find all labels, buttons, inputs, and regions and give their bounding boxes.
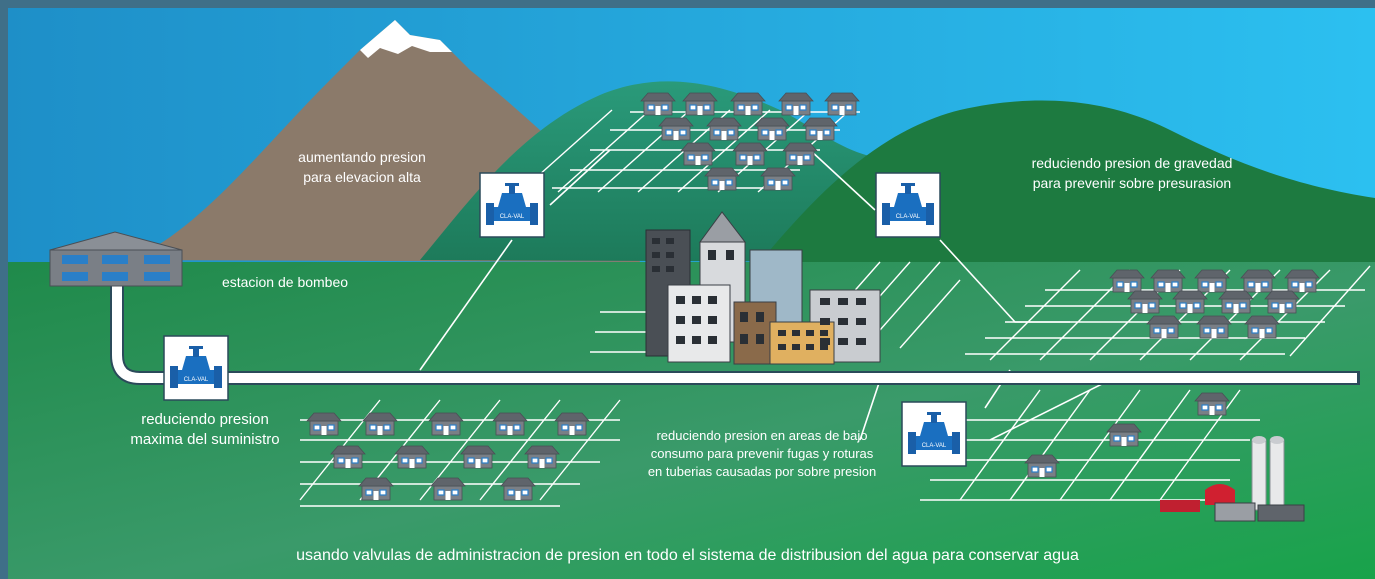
house-icon	[1146, 315, 1182, 339]
house-icon	[802, 117, 838, 141]
branch-pipes	[419, 149, 1111, 441]
valve-label: CLA-VAL	[184, 377, 209, 383]
label-elevation: aumentando presion para elevacion alta	[262, 147, 462, 187]
house-icon	[524, 445, 560, 469]
house-icon	[782, 142, 818, 166]
label-gravity: reduciendo presion de gravedad para prev…	[982, 153, 1282, 193]
pressure-valve-icon	[875, 172, 941, 238]
house-icon	[824, 92, 860, 116]
house-icon	[1218, 290, 1254, 314]
house-icon	[554, 412, 590, 436]
label-line: consumo para prevenir fugas y roturas	[650, 446, 874, 461]
house-icon	[430, 477, 466, 501]
pump-station-icon	[49, 231, 183, 287]
house-icon	[682, 92, 718, 116]
house-icon	[492, 412, 528, 436]
left-border	[0, 0, 8, 579]
house-icon	[704, 167, 740, 191]
house-icon	[394, 445, 430, 469]
pressure-valve-icon	[163, 335, 229, 401]
house-icon	[730, 92, 766, 116]
house-icon	[1106, 423, 1142, 447]
house-icon	[732, 142, 768, 166]
label-line: para prevenir sobre presurasion	[1032, 175, 1232, 191]
street-grid-bottom-right	[920, 389, 1260, 501]
label-line: reduciendo presion	[141, 411, 269, 428]
house-icon	[1194, 392, 1230, 416]
house-icon	[760, 167, 796, 191]
label-low-consumption: reduciendo presion en areas de bajo cons…	[612, 427, 912, 481]
house-icon	[428, 412, 464, 436]
label-pump-station: estacion de bombeo	[221, 274, 349, 290]
house-icon	[706, 117, 742, 141]
house-icon	[1194, 269, 1230, 293]
house-icon	[1024, 454, 1060, 478]
house-icon	[330, 445, 366, 469]
top-border	[0, 0, 1375, 8]
house-icon	[1284, 269, 1320, 293]
label-line: reduciendo presion de gravedad	[1031, 155, 1233, 171]
valve-label: CLA-VAL	[500, 214, 525, 220]
pressure-valve-icon	[479, 172, 545, 238]
valve-label: CLA-VAL	[896, 214, 921, 220]
label-line: maxima del suministro	[130, 431, 280, 448]
house-icon	[500, 477, 536, 501]
label-max-supply: reduciendo presion maxima del suministro	[110, 410, 300, 450]
house-icon	[754, 117, 790, 141]
house-icon	[460, 445, 496, 469]
farm-icon	[1160, 436, 1305, 522]
house-icon	[1240, 269, 1276, 293]
label-line: para elevacion alta	[303, 169, 421, 185]
house-icon	[640, 92, 676, 116]
house-icon	[362, 412, 398, 436]
house-icon	[778, 92, 814, 116]
house-icon	[1264, 290, 1300, 314]
house-icon	[1196, 315, 1232, 339]
label-line: reduciendo presion en areas de bajo	[656, 428, 868, 443]
house-icon	[680, 142, 716, 166]
city-buildings-icon	[645, 211, 881, 365]
label-line: en tuberias causadas por sobre presion	[647, 464, 877, 479]
house-icon	[1244, 315, 1280, 339]
caption: usando valvulas de administracion de pre…	[296, 547, 1079, 564]
house-icon	[1172, 290, 1208, 314]
house-icon	[658, 117, 694, 141]
valve-label: CLA-VAL	[922, 443, 947, 449]
house-icon	[1109, 269, 1145, 293]
label-line: aumentando presion	[298, 149, 426, 165]
house-icon	[358, 477, 394, 501]
main-pipe	[110, 285, 1360, 385]
house-icon	[306, 412, 342, 436]
house-icon	[1150, 269, 1186, 293]
house-icon	[1127, 290, 1163, 314]
